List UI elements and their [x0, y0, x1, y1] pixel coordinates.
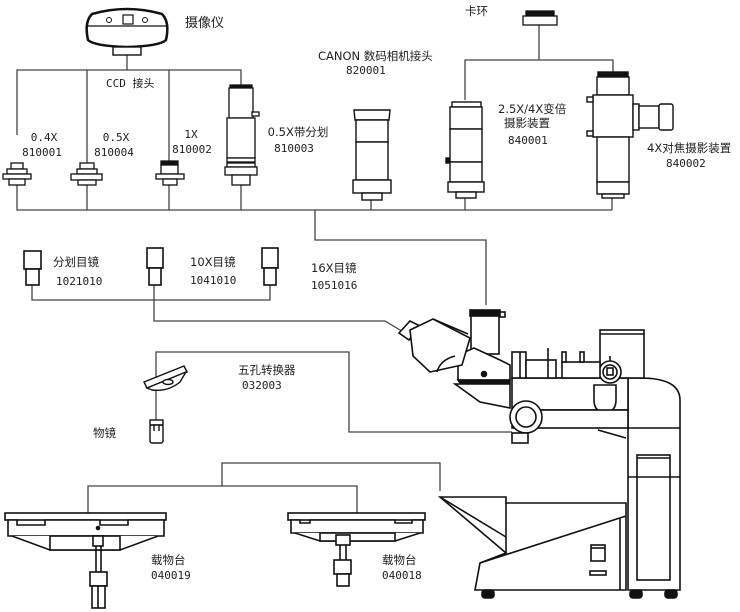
stage-large-name: 载物台	[151, 553, 186, 567]
ccd-05x-name: 0.5X	[102, 131, 130, 144]
focus-photo-name: 4X对焦摄影装置	[647, 141, 732, 155]
clamp-ring-drawing	[522, 10, 558, 26]
ccd-05x-reticle-code: 810003	[274, 142, 314, 155]
objective-label: 物镜	[93, 426, 116, 440]
nosepiece-name: 五孔转换器	[238, 363, 296, 377]
eyepiece-10x-drawing	[146, 247, 164, 286]
nosepiece-drawing	[143, 365, 188, 392]
stage-small-drawing	[287, 512, 426, 587]
stage-large-drawing	[4, 512, 167, 609]
camera-label: 摄像仪	[185, 16, 225, 31]
ccd-04x-name: 0.4X	[30, 131, 58, 144]
ccd-05x-code: 810004	[94, 146, 134, 159]
ccd-adapter-1x-drawing	[155, 160, 185, 186]
eyepiece-16x-drawing	[261, 247, 279, 286]
clamp-ring-label: 卡环	[465, 4, 488, 18]
eyepiece-10x-name: 10X目镜	[190, 255, 236, 269]
connection-lines	[16, 25, 614, 513]
focus-photo-device-drawing	[586, 71, 674, 199]
zoom-photo-name-line2: 摄影装置	[504, 116, 550, 130]
canon-adapter-code: 820001	[346, 64, 386, 77]
eyepiece-10x-code: 1041010	[190, 274, 237, 287]
ccd-adapter-05x-reticle-drawing	[224, 84, 260, 186]
focus-photo-code: 840002	[666, 157, 706, 170]
stage-small-name: 载物台	[382, 553, 417, 567]
ccd-1x-name: 1X	[184, 128, 198, 141]
zoom-photo-code: 840001	[508, 134, 548, 147]
nosepiece-code: 032003	[242, 379, 282, 392]
zoom-photo-device-drawing	[445, 101, 485, 199]
zoom-photo-name-line1: 2.5X/4X变倍	[498, 102, 567, 116]
microscope-body-drawing	[397, 309, 681, 599]
stage-small-code: 040018	[382, 569, 422, 582]
eyepiece-reticle-code: 1021010	[56, 275, 103, 288]
eyepiece-16x-name: 16X目镜	[311, 261, 357, 275]
canon-adapter-drawing	[352, 109, 392, 201]
eyepiece-reticle-name: 分划目镜	[53, 255, 99, 269]
ccd-05x-reticle-name: 0.5X带分划	[267, 125, 329, 139]
ccd-1x-code: 810002	[172, 143, 212, 156]
camera-device	[85, 7, 169, 56]
ccd-adapter-05x-drawing	[70, 162, 103, 186]
eyepiece-16x-code: 1051016	[311, 279, 358, 292]
eyepiece-reticle-drawing	[23, 250, 42, 286]
ccd-adapter-04x-drawing	[2, 162, 32, 186]
objective-drawing	[149, 419, 164, 444]
ccd-04x-code: 810001	[22, 146, 62, 159]
canon-adapter-name: CANON 数码相机接头	[318, 49, 433, 63]
stage-large-code: 040019	[151, 569, 191, 582]
ccd-adapter-group-label: CCD 接头	[106, 77, 155, 90]
